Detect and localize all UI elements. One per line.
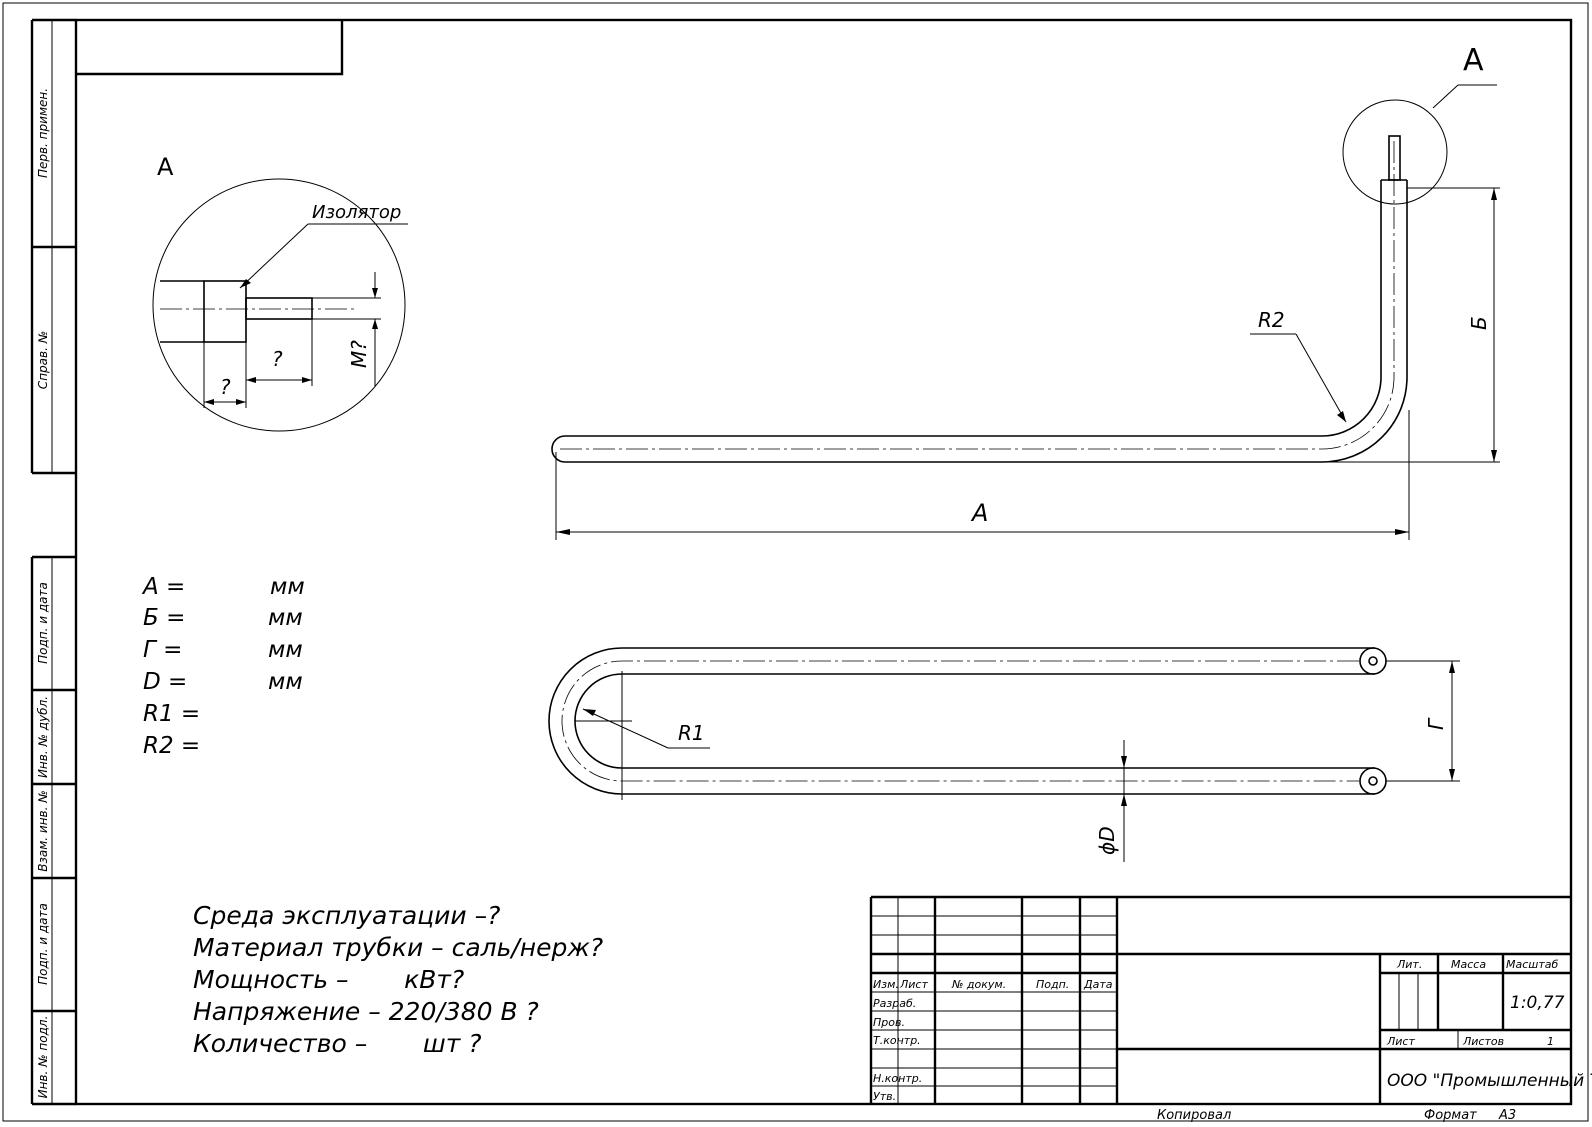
- footer-copied: Копировал: [1157, 1108, 1231, 1123]
- param-name: Г =: [143, 637, 182, 663]
- side-label-vzam-inv: Взам. инв. №: [36, 790, 50, 871]
- stamp-masshtab: Масштаб: [1506, 958, 1558, 971]
- stamp-podp: Подп.: [1036, 978, 1069, 991]
- param-name: Б =: [143, 605, 185, 631]
- side-label-perv-primen: Перв. примен.: [36, 88, 50, 178]
- side-view: А Б А R2: [551, 43, 1500, 540]
- footer: Копировал Формат А3: [1157, 1108, 1516, 1123]
- requirements-notes: Среда эксплуатации –? Материал трубки – …: [193, 901, 603, 1058]
- top-view: Г R1 ϕD: [548, 647, 1460, 862]
- stamp-listov-value: 1: [1547, 1035, 1554, 1048]
- footer-format-value: А3: [1498, 1108, 1516, 1123]
- stamp-data: Дата: [1083, 978, 1113, 991]
- stamp-massa: Масса: [1451, 958, 1486, 971]
- callout-label: А: [1463, 43, 1484, 78]
- param-unit: мм: [270, 574, 305, 600]
- note-line: Среда эксплуатации –?: [193, 901, 500, 930]
- top-diameter: ϕD: [1095, 826, 1119, 855]
- note-line: Материал трубки – саль/нерж?: [193, 933, 603, 962]
- title-block: Изм. Лист № докум. Подп. Дата Разраб. Пр…: [869, 895, 1592, 1104]
- param-unit: мм: [268, 605, 303, 631]
- note-line: Мощность – кВт?: [193, 965, 464, 994]
- stamp-utv: Утв.: [873, 1090, 896, 1103]
- stamp-prov: Пров.: [873, 1016, 905, 1029]
- param-name: R1 =: [143, 701, 200, 727]
- top-dim-g: Г: [1424, 717, 1448, 730]
- stamp-list: Лист: [899, 978, 928, 991]
- detail-thread: М?: [347, 340, 371, 368]
- side-radius: R2: [1258, 308, 1285, 332]
- param-name: D =: [143, 669, 187, 695]
- side-label-podp-data-1: Подп. и дата: [36, 582, 50, 664]
- footer-format-label: Формат: [1424, 1108, 1477, 1123]
- side-label-podp-data-2: Подп. и дата: [36, 903, 50, 985]
- param-unit: мм: [268, 637, 303, 663]
- stamp-doc-no: № докум.: [951, 978, 1006, 991]
- detail-label: А: [157, 153, 174, 181]
- stamp-n-kontr: Н.контр.: [873, 1072, 922, 1085]
- side-dim-a: А: [970, 499, 988, 527]
- stamp-list-label: Лист: [1386, 1035, 1415, 1048]
- param-name: А =: [141, 574, 185, 600]
- insulator-label: Изолятор: [312, 202, 401, 223]
- parameters-list: А = мм Б = мм Г = мм D = мм R1 = R2 =: [141, 574, 305, 759]
- top-radius: R1: [678, 721, 705, 745]
- stamp-scale: 1:0,77: [1510, 993, 1565, 1013]
- stamp-listov-label: Листов: [1462, 1035, 1504, 1048]
- param-name: R2 =: [143, 733, 200, 759]
- param-unit: мм: [268, 669, 303, 695]
- detail-dim-1: ?: [220, 375, 231, 399]
- side-label-inv-podl: Инв. № подл.: [36, 1016, 50, 1099]
- stamp-organization: ООО "Промышленный ТЭН": [1387, 1071, 1592, 1091]
- stamp-razrab: Разраб.: [873, 997, 916, 1010]
- side-label-inv-dubl: Инв. № дубл.: [36, 696, 50, 778]
- detail-a-view: А Изолятор ? ? М?: [152, 153, 408, 432]
- side-stamp: Перв. примен. Справ. № Подп. и дата Инв.…: [30, 18, 76, 1106]
- stamp-lit: Лит.: [1396, 958, 1422, 971]
- stamp-izm: Изм.: [873, 978, 899, 991]
- detail-dim-2: ?: [272, 347, 283, 371]
- note-line: Количество – шт ?: [193, 1029, 482, 1058]
- side-label-sprav-no: Справ. №: [36, 331, 50, 389]
- side-dim-b: Б: [1467, 316, 1491, 330]
- stamp-t-kontr: Т.контр.: [873, 1034, 921, 1047]
- note-line: Напряжение – 220/380 В ?: [193, 997, 539, 1026]
